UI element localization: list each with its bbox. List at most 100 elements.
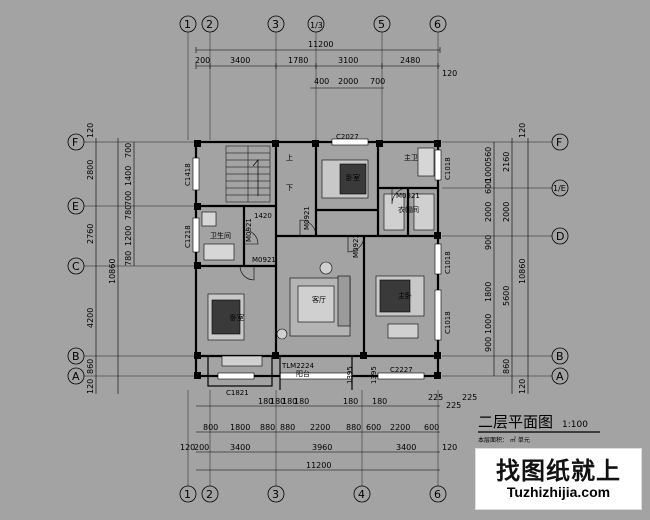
label-window-right3: C1018 xyxy=(444,311,452,334)
label-balcony-door: TLM2224 xyxy=(281,362,315,370)
dim-bottom-120: 120 xyxy=(180,443,195,452)
label-door-3: M0921 xyxy=(245,218,253,242)
dim-bottom-225c: 225 xyxy=(462,393,477,402)
axis-bubbles-bottom xyxy=(179,485,447,503)
label-window-right1: C1018 xyxy=(444,157,452,180)
label-bedroom2: 卧室 xyxy=(230,313,244,322)
dim-lines-left xyxy=(95,138,135,394)
dim-bottom-overall: 11200 xyxy=(306,461,331,470)
dim-top-1780: 1780 xyxy=(288,56,308,65)
dim-bottom-3400b: 3400 xyxy=(396,443,416,452)
axis-left-F: F xyxy=(72,136,78,149)
dim-bottom-1800: 1800 xyxy=(230,423,250,432)
dim-top-200: 200 xyxy=(195,56,210,65)
watermark-cn: 找图纸就上 xyxy=(496,457,621,485)
dim-top-3100: 3100 xyxy=(338,56,358,65)
dim-bottom-600a: 600 xyxy=(366,423,381,432)
label-door-4: M0921 xyxy=(252,256,276,264)
axis-bottom-6: 6 xyxy=(434,488,441,501)
label-closet: 衣帽间 xyxy=(398,205,419,214)
stair xyxy=(225,145,271,203)
dim-left-2760: 2760 xyxy=(86,224,95,244)
dim-lines-top xyxy=(195,47,441,89)
label-bath2: 主卫 xyxy=(404,153,418,162)
dim-bottom-180d: 180 xyxy=(294,397,309,406)
watermark-en: Tuzhizhijia.com xyxy=(506,484,611,500)
windows xyxy=(192,138,442,380)
dim-top-2480: 2480 xyxy=(400,56,420,65)
label-small-door: 1420 xyxy=(254,212,272,220)
dim-bottom-3960: 3960 xyxy=(312,443,332,452)
dim-top-700: 700 xyxy=(370,77,385,86)
dim-right-120b: 120 xyxy=(518,379,527,394)
axis-right-1E: 1/E xyxy=(553,184,566,193)
dim-left-1200: 1200 xyxy=(124,226,133,246)
label-down: 下 xyxy=(286,184,293,192)
label-window-stair: C1418 xyxy=(184,163,192,186)
dim-right-2160: 2160 xyxy=(502,152,511,172)
label-1395b: 1395 xyxy=(370,366,378,384)
label-window-bottom-left: C1821 xyxy=(226,389,249,397)
doors xyxy=(239,187,409,281)
label-window-bottom-right: C2227 xyxy=(390,366,413,374)
dim-bottom-180f: 180 xyxy=(372,397,387,406)
furniture xyxy=(201,147,435,367)
dim-left-1400: 1400 xyxy=(124,166,133,186)
axis-top-2: 2 xyxy=(206,18,213,31)
label-window-top: C2027 xyxy=(336,133,359,141)
label-window-left: C1218 xyxy=(184,225,192,248)
axis-left-B: B xyxy=(72,350,80,363)
dim-top-2000: 2000 xyxy=(338,77,358,86)
axis-left-C: C xyxy=(72,260,80,273)
axis-bottom-2: 2 xyxy=(206,488,213,501)
axis-top-1: 1 xyxy=(184,18,191,31)
axis-top-5: 5 xyxy=(378,18,385,31)
watermark-logo: 找图纸就上 Tuzhizhijia.com xyxy=(475,448,642,510)
dim-left-780b: 780 xyxy=(124,251,133,266)
dim-left-780a: 780 xyxy=(124,205,133,220)
dim-right-900a: 900 xyxy=(484,235,493,250)
dim-right-1800: 1800 xyxy=(484,282,493,302)
dim-bottom-3400a: 3400 xyxy=(230,443,250,452)
dim-right-900b: 900 xyxy=(484,337,493,352)
dim-bottom-120b: 120 xyxy=(442,443,457,452)
axis-right-D: D xyxy=(556,230,564,243)
axis-bubbles-right xyxy=(551,133,569,385)
dim-bottom-2200b: 2200 xyxy=(390,423,410,432)
dim-bottom-225a: 225 xyxy=(428,393,443,402)
dim-left-700b: 700 xyxy=(124,191,133,206)
label-bath1: 卫生间 xyxy=(210,231,231,240)
axis-right-A: A xyxy=(556,370,564,383)
dim-top-120: 120 xyxy=(442,69,457,78)
area-note: 本层面积： ㎡ 单元 xyxy=(478,436,530,444)
label-up: 上 xyxy=(286,153,293,162)
dim-bottom-225b: 225 xyxy=(446,401,461,410)
axis-bubbles-left xyxy=(67,133,85,385)
label-1395a: 1395 xyxy=(346,366,354,384)
drawing-title: 二层平面图 xyxy=(478,413,553,431)
label-door-1: M0921 xyxy=(303,206,311,230)
dim-bottom-180b: 180 xyxy=(270,397,285,406)
dim-bottom-880a: 880 xyxy=(260,423,275,432)
dim-right-1000b: 1000 xyxy=(484,314,493,334)
label-door-5: M0821 xyxy=(396,192,420,200)
axis-bottom-3: 3 xyxy=(272,488,279,501)
dim-top-400: 400 xyxy=(314,77,329,86)
axis-left-A: A xyxy=(72,370,80,383)
dim-lines-right xyxy=(493,138,529,394)
axis-top-3: 3 xyxy=(272,18,279,31)
axis-top-1-3: 1/3 xyxy=(310,21,323,30)
axis-right-B: B xyxy=(556,350,564,363)
dim-bottom-180e: 180 xyxy=(343,397,358,406)
wall-columns xyxy=(194,140,441,379)
dim-bottom-880b: 880 xyxy=(280,423,295,432)
axis-bottom-1: 1 xyxy=(184,488,191,501)
dim-right-600: 600 xyxy=(484,179,493,194)
dim-left-10860: 10860 xyxy=(108,259,117,284)
dim-right-5600: 5600 xyxy=(502,286,511,306)
dim-top-3400: 3400 xyxy=(230,56,250,65)
dim-right-2000a: 2000 xyxy=(484,202,493,222)
dim-bottom-200: 200 xyxy=(194,443,209,452)
dim-right-120a: 120 xyxy=(518,123,527,138)
